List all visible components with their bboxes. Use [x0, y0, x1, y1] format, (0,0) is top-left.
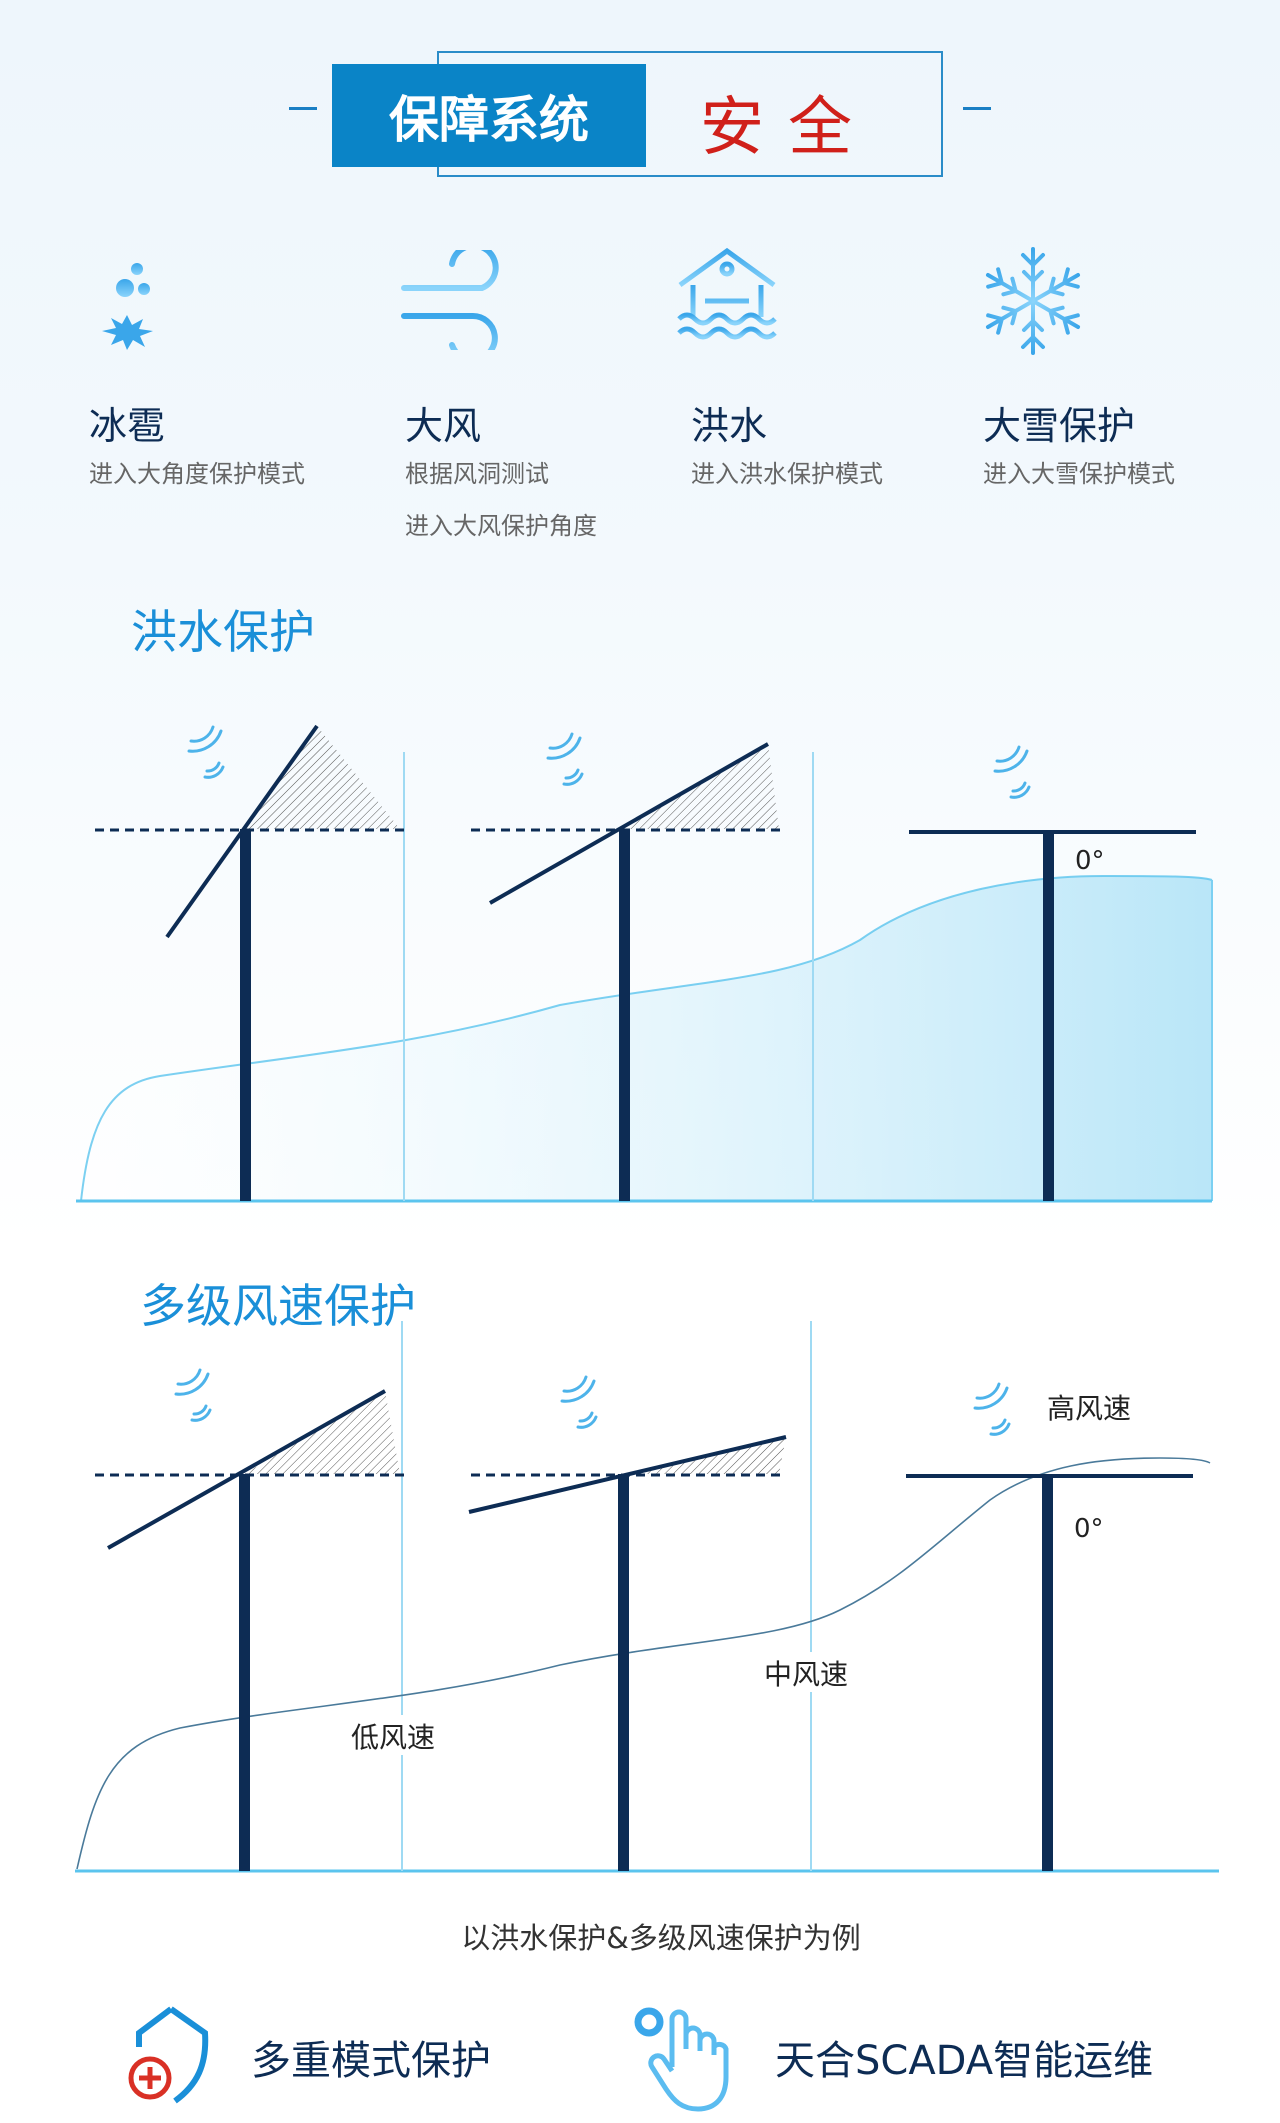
feature-desc-snow: 进入大雪保护模式 [983, 460, 1175, 488]
feature-desc-flood: 进入洪水保护模式 [691, 460, 883, 488]
title-blue-box: 保障系统 [332, 64, 646, 167]
tracker-pole [1042, 1476, 1053, 1871]
feature-desc-hail: 进入大角度保护模式 [89, 460, 305, 488]
flood-house-icon [677, 247, 777, 340]
title-dash-right [963, 107, 991, 110]
low-wind-label: 低风速 [351, 1721, 435, 1754]
solar-panel [489, 742, 769, 905]
tracker-pole [618, 1474, 629, 1871]
snowflake-icon [983, 247, 1083, 355]
tracker-pole [1043, 832, 1054, 1201]
shield-plus-icon [128, 2006, 209, 2104]
scada-label: 天合SCADA智能运维 [775, 2038, 1154, 2084]
flood-water-line [80, 874, 1213, 1202]
wind-icon [393, 250, 499, 350]
mid-wind-label: 中风速 [764, 1658, 848, 1691]
title-safe-text: 安全 [700, 91, 876, 165]
flood-angle-label: 0° [1075, 846, 1105, 876]
high-wind-label: 高风速 [1047, 1392, 1131, 1425]
caption: 以洪水保护&多级风速保护为例 [461, 1921, 861, 1955]
flood-section-title: 洪水保护 [131, 605, 315, 659]
feature-title-flood: 洪水 [691, 404, 768, 448]
tracker-pole [239, 1474, 250, 1871]
hail-icon [102, 263, 153, 350]
tracker-pole [619, 829, 630, 1201]
wind-angle-label: 0° [1074, 1514, 1104, 1544]
feature-title-hail: 冰雹 [89, 404, 166, 448]
multi-mode-protection-label: 多重模式保护 [251, 2038, 491, 2084]
wind-section-title: 多级风速保护 [140, 1279, 416, 1333]
feature-desc-wind-1: 根据风洞测试 [405, 460, 549, 488]
feature-title-snow: 大雪保护 [983, 404, 1136, 448]
wind-speed-curve [76, 1457, 1211, 1870]
hand-pointer-icon [634, 2007, 729, 2112]
solar-panel [107, 1389, 386, 1550]
feature-title-wind: 大风 [405, 404, 482, 448]
feature-desc-wind-2: 进入大风保护角度 [405, 512, 597, 540]
flood-water-area [81, 875, 1212, 1201]
tracker-pole [240, 829, 251, 1201]
title-dash-left [289, 107, 317, 110]
